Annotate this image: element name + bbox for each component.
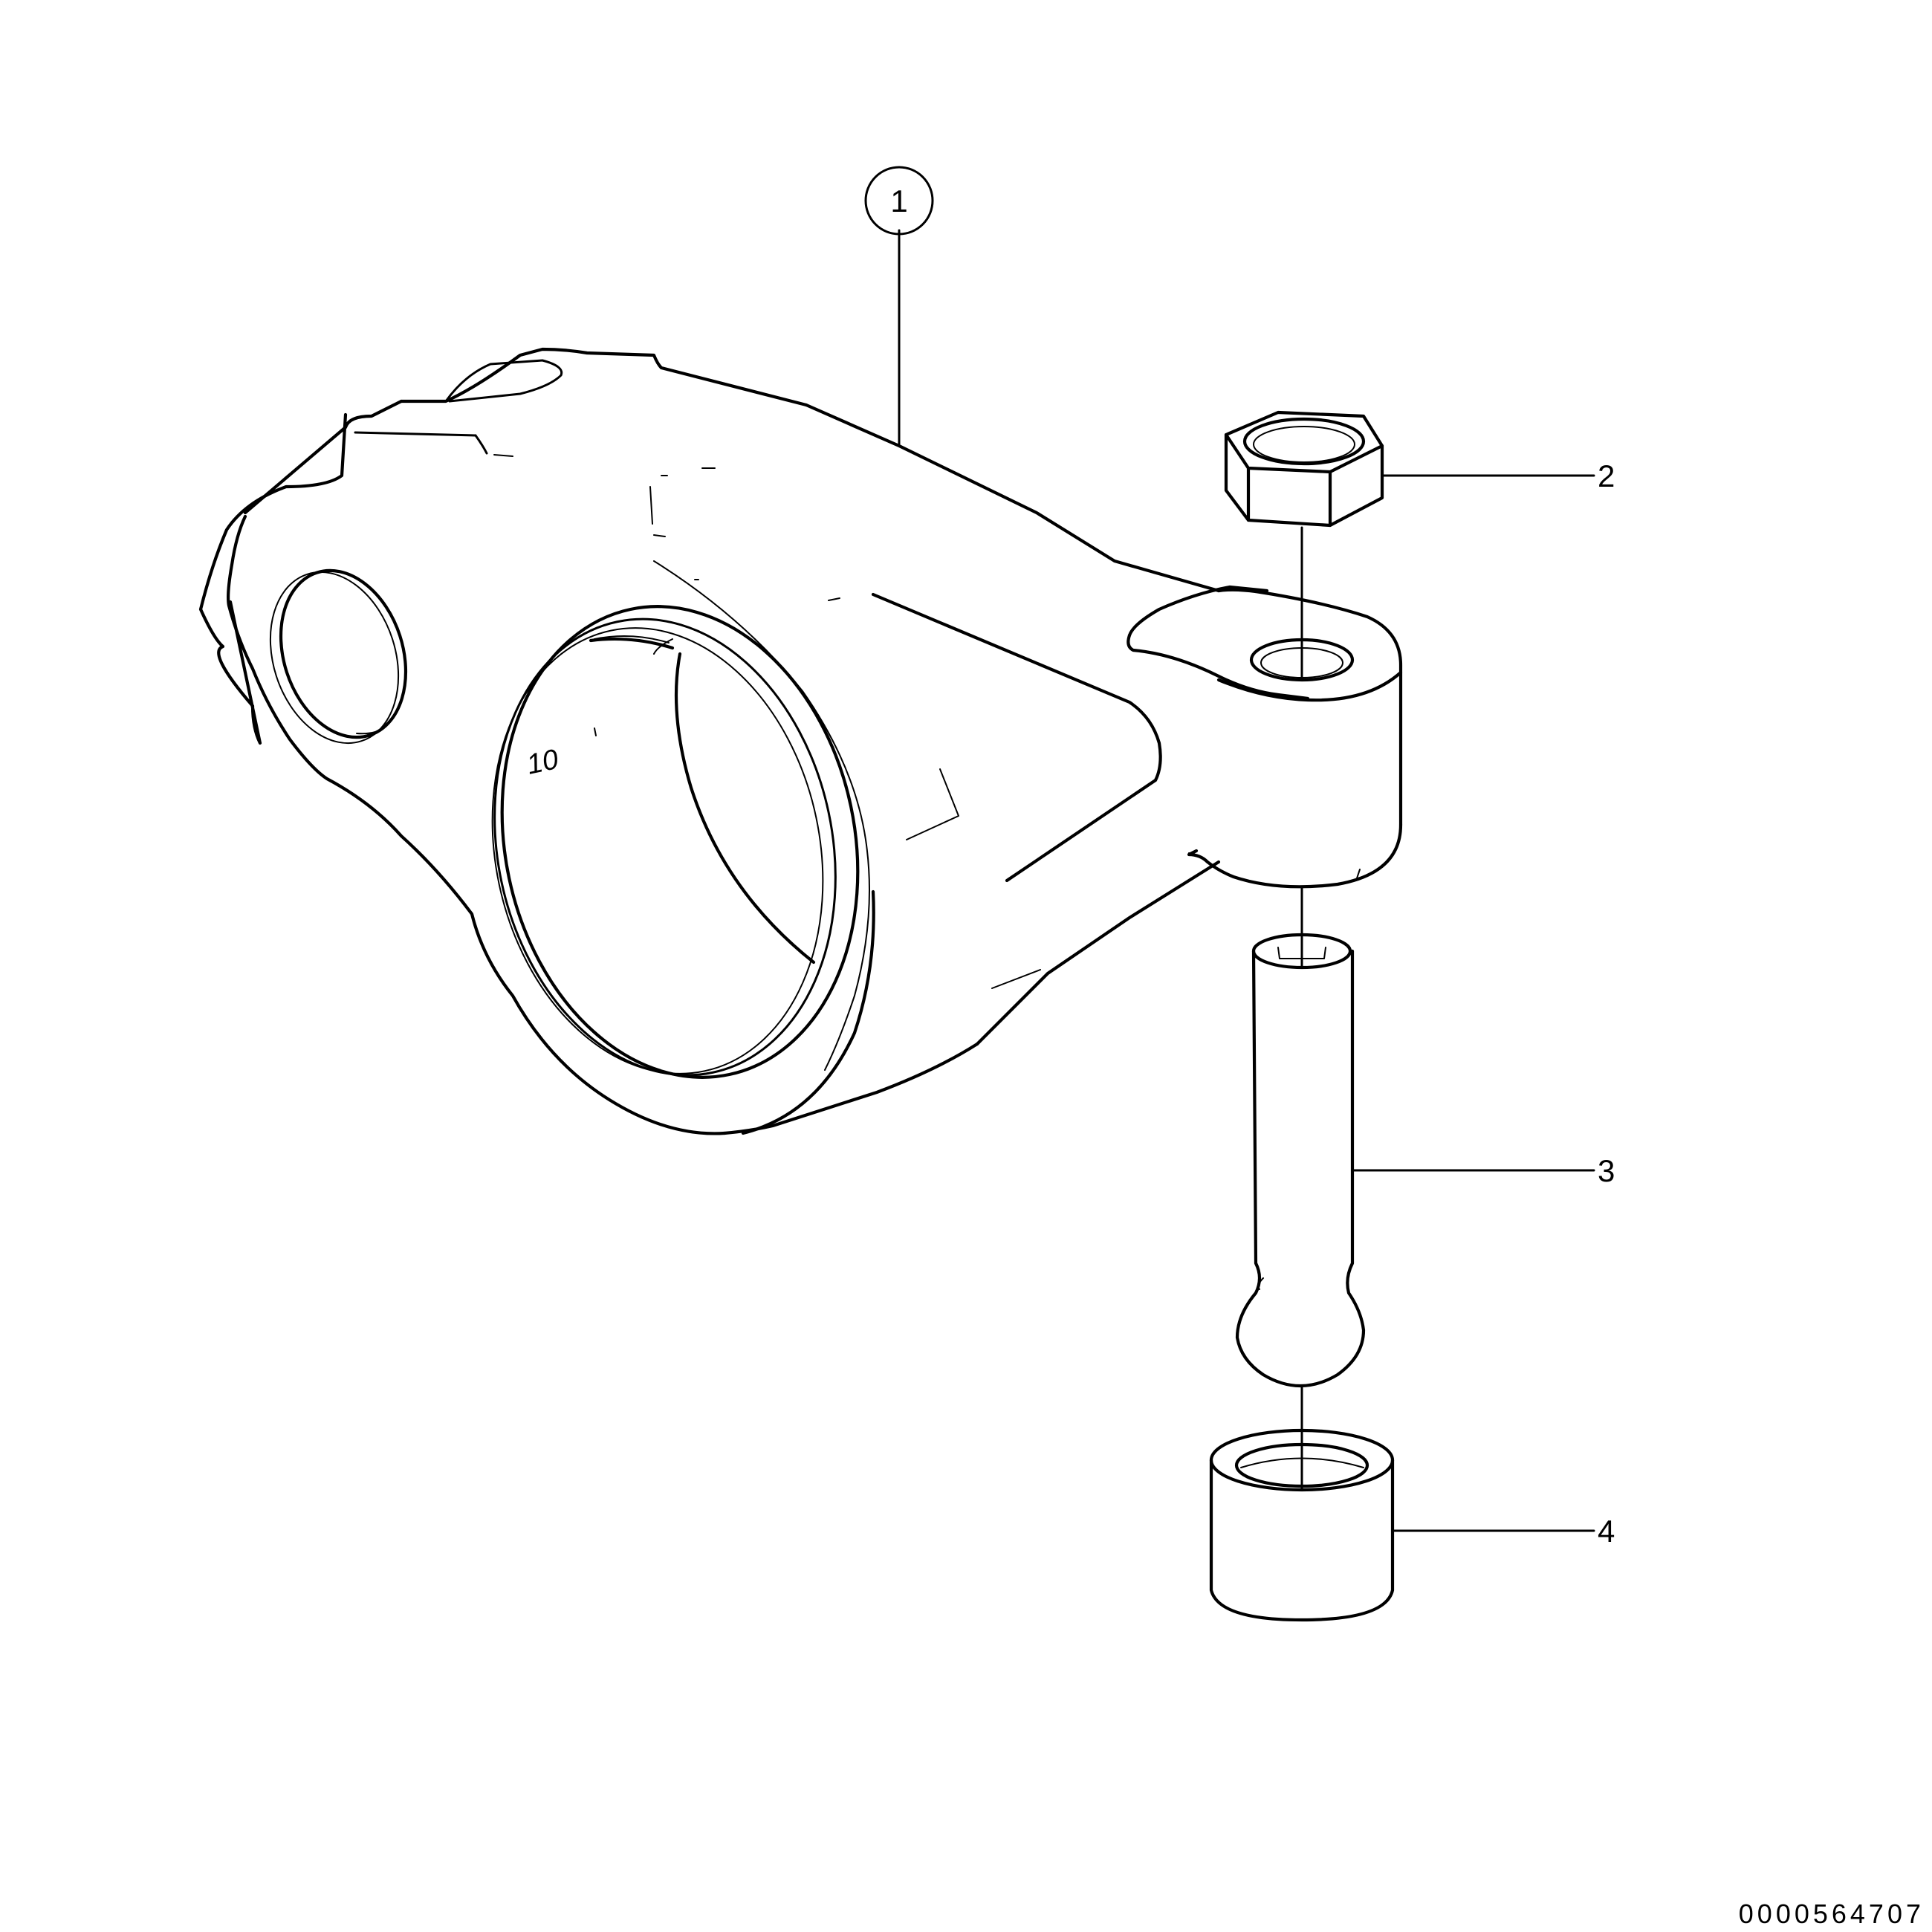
drawing-number: 0000564707 xyxy=(1739,1899,1925,1929)
part-rocker-arm xyxy=(198,347,1403,1135)
callout-3: 3 xyxy=(1598,1153,1615,1188)
callout-4: 4 xyxy=(1598,1514,1615,1549)
part-hex-nut xyxy=(1224,410,1384,528)
callout-label: 1 xyxy=(890,184,907,218)
part-marking-text: 10 xyxy=(524,744,561,781)
callout-1: 1 xyxy=(864,166,934,236)
leader-lines xyxy=(898,229,1595,1532)
callout-2: 2 xyxy=(1598,458,1615,493)
callout-circle xyxy=(864,166,934,236)
part-adjusting-screw xyxy=(1235,933,1366,1387)
